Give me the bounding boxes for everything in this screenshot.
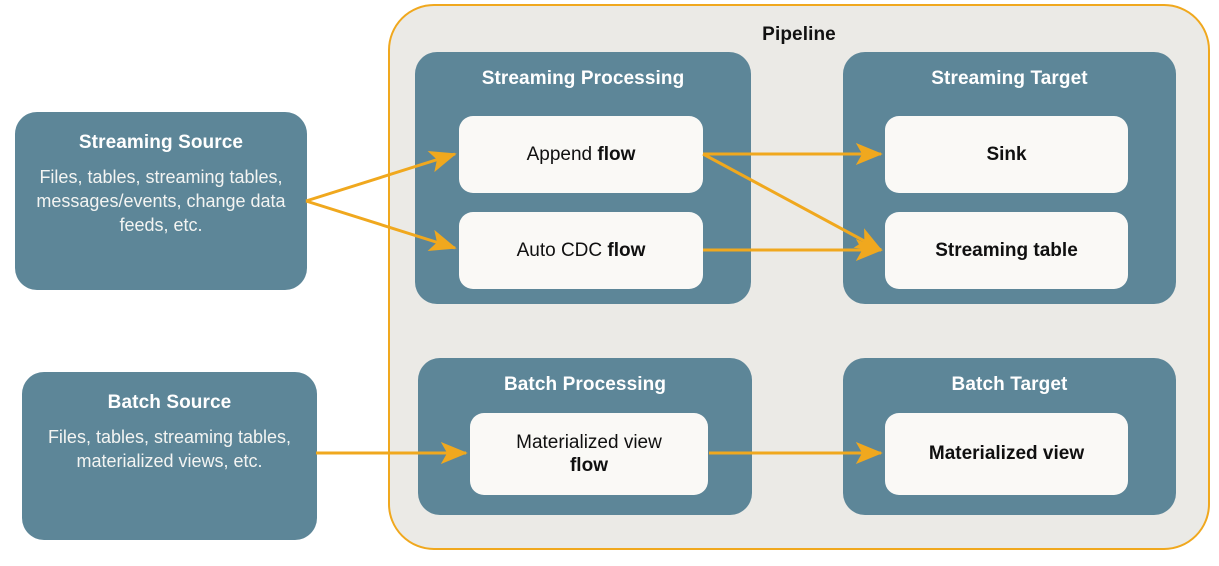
batch-source-body: Files, tables, streaming tables, materia… [47, 427, 292, 471]
card-sink[interactable]: Sink [885, 116, 1128, 193]
streaming-table-label: Streaming table [935, 239, 1078, 261]
card-auto-cdc-flow[interactable]: Auto CDC flow [459, 212, 703, 289]
streaming-source-body: Files, tables, streaming tables, message… [36, 167, 286, 235]
materialized-view-flow-bold: flow [569, 455, 608, 476]
card-streaming-table[interactable]: Streaming table [885, 212, 1128, 289]
streaming-source-title: Streaming Source [78, 132, 244, 153]
card-materialized-view[interactable]: Materialized view [885, 413, 1128, 495]
auto-cdc-flow-bold: flow [607, 239, 646, 261]
sink-label: Sink [986, 143, 1027, 165]
batch-processing-title: Batch Processing [503, 374, 667, 395]
card-append-flow[interactable]: Append flow [459, 116, 703, 193]
batch-source-title: Batch Source [107, 392, 232, 413]
streaming-target-title: Streaming Target [931, 68, 1088, 89]
append-flow-prefix: Append [526, 143, 598, 165]
streaming-source-box: Streaming Source Files, tables, streamin… [15, 112, 307, 290]
materialized-view-flow-prefix: Materialized view [516, 431, 662, 453]
auto-cdc-flow-prefix: Auto CDC [516, 239, 608, 261]
batch-source-box: Batch Source Files, tables, streaming ta… [22, 372, 317, 540]
append-flow-bold: flow [597, 143, 636, 165]
pipeline-title: Pipeline [762, 24, 836, 45]
materialized-view-label: Materialized view [928, 443, 1085, 465]
card-materialized-view-flow[interactable]: Materialized view flow [470, 413, 708, 495]
streaming-processing-title: Streaming Processing [481, 68, 685, 89]
batch-target-title: Batch Target [951, 374, 1068, 395]
